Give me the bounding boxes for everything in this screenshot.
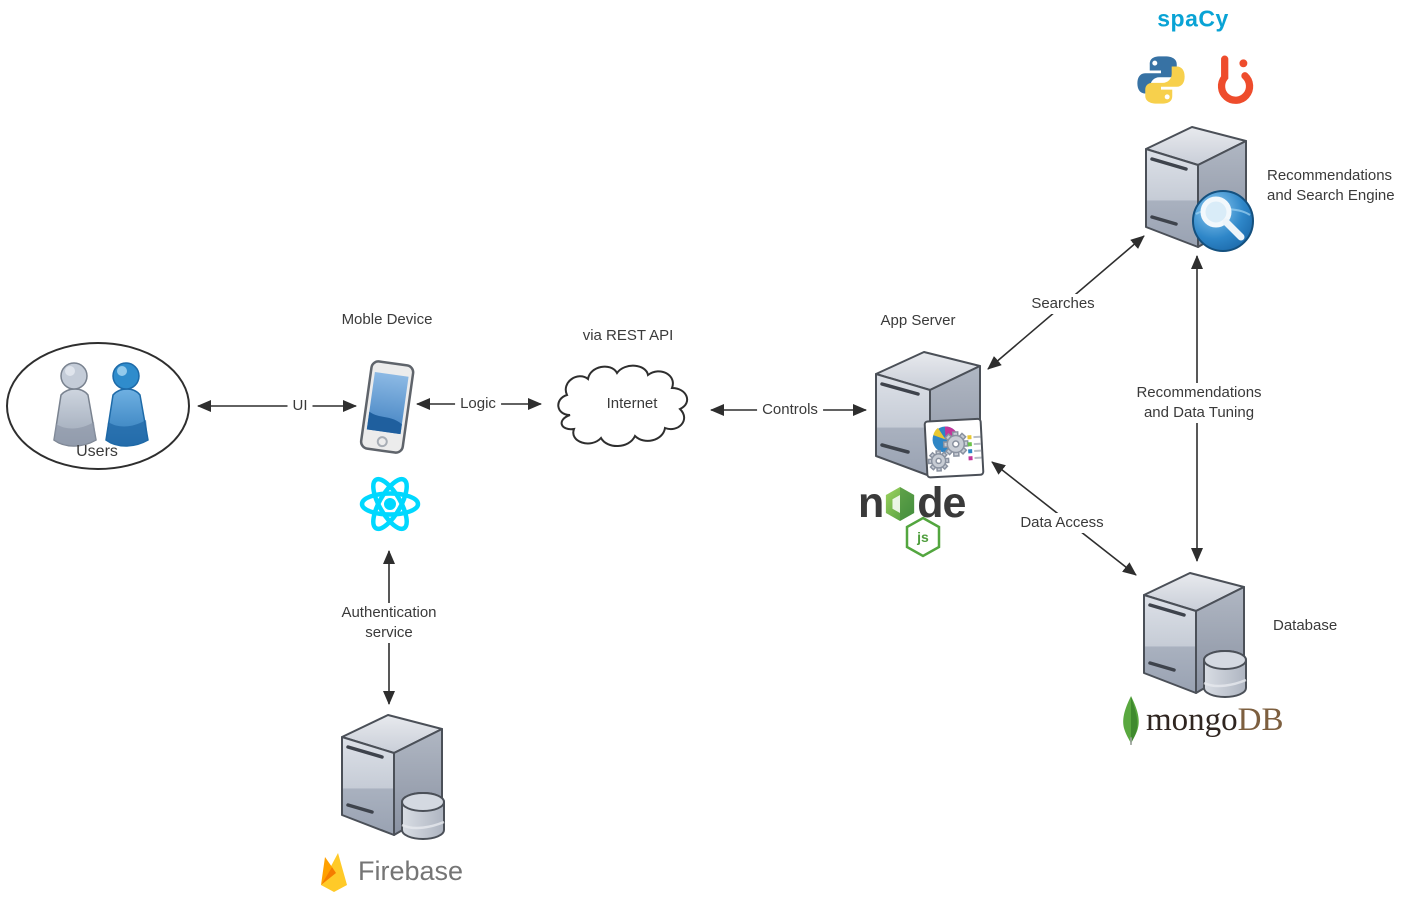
users-label: Users [76,443,118,460]
via-rest-api-label: via REST API [582,327,674,344]
node-js-hexagon-icon [905,516,941,558]
controls-edge-label: Controls [757,400,823,420]
app-card-icon [923,417,985,479]
auth-service-label-line1: Authentication [341,604,437,621]
smartphone-icon [359,360,415,454]
auth-service-label-line2: service [365,624,413,641]
firebase-cylinder-icon [401,792,445,840]
database-cylinder-icon [1203,650,1247,698]
logic-edge-label: Logic [455,394,501,414]
mongo-text: mongo [1146,702,1238,738]
search-engine-server-icon [1145,126,1254,252]
nodejs-logo: n de js [858,482,988,562]
firebase-flame-icon [321,853,347,892]
app-server-icon [875,351,985,479]
mongo-db-text: DB [1237,702,1284,738]
database-label: Database [1273,617,1338,634]
rec-tuning-edge-label: Recommendations and Data Tuning [1131,383,1267,423]
firebase-server-icon [341,714,445,840]
pytorch-logo-icon [1217,55,1254,104]
firebase-text: Firebase [358,856,464,886]
person-blue-icon [105,362,149,447]
searches-edge-label: Searches [1026,294,1100,314]
person-gray-icon [53,362,97,447]
auth-service-label: Authentication service [336,603,442,643]
node-hexagon-icon [886,486,915,521]
search-engine-label-line1: Recommendations [1267,167,1393,184]
mongodb-wordmark: mongoDB [1146,702,1284,739]
mongodb-leaf-icon [1123,696,1139,745]
node-text-de: de [917,479,966,527]
mobile-device-label: Moble Device [341,311,433,328]
firebase-logo: Firebase [316,848,476,898]
node-js-text: js [917,529,929,545]
app-server-label: App Server [880,312,956,329]
spacy-logo-text: spaCy [1157,5,1229,32]
mongodb-logo: mongoDB [1118,694,1288,750]
node-text-n: n [858,479,884,527]
ui-edge-label: UI [287,396,313,416]
users-figures-icon [6,342,190,470]
python-logo-icon [1137,56,1185,104]
internet-label: Internet [606,395,658,412]
globe-magnifier-icon [1192,190,1254,252]
rec-tuning-label-line2: and Data Tuning [1143,404,1255,421]
react-logo-icon [359,476,421,532]
search-engine-label-line2: and Search Engine [1267,187,1395,204]
search-engine-label: Recommendations and Search Engine [1267,166,1395,206]
database-server-icon [1143,572,1247,698]
cloud-icon [557,364,689,447]
rec-tuning-label-line1: Recommendations [1136,384,1262,401]
data-access-edge-label: Data Access [1015,513,1109,533]
